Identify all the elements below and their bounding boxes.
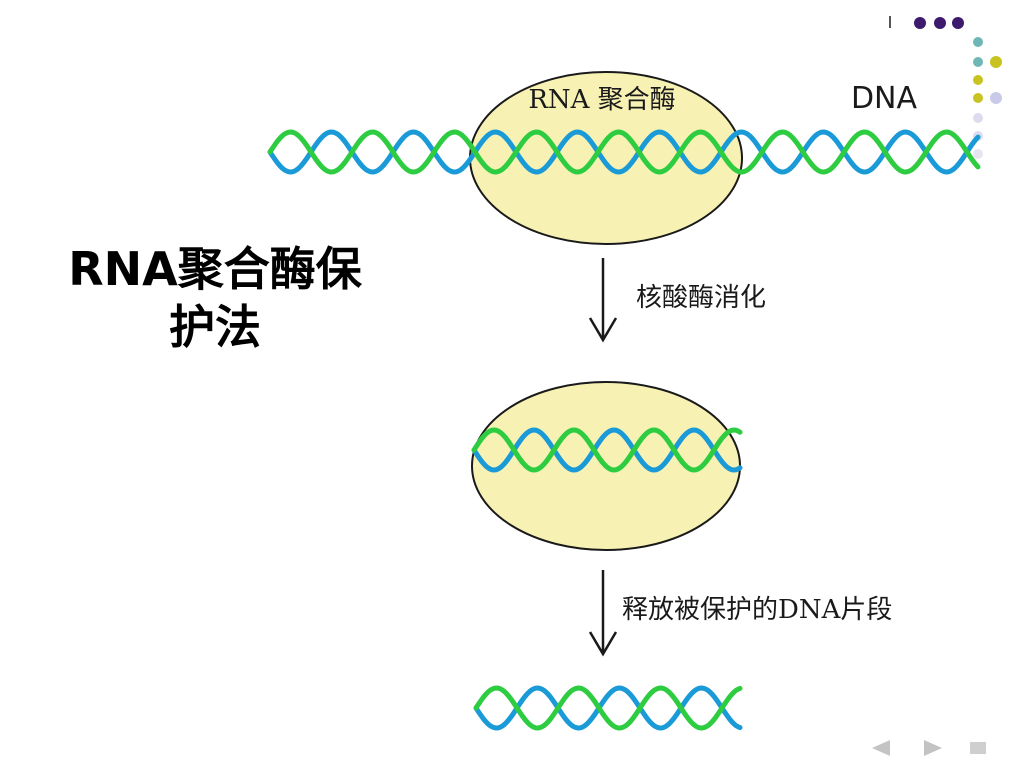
theme-dot xyxy=(952,17,964,29)
theme-divider xyxy=(889,16,891,28)
theme-dot xyxy=(990,92,1002,104)
theme-dot xyxy=(973,149,983,159)
dna-strand-green xyxy=(471,427,743,473)
slide-title: RNA聚合酶保 护法 xyxy=(50,240,380,356)
theme-dot xyxy=(934,17,946,29)
dna-strand-blue xyxy=(473,685,743,731)
down-arrow-icon xyxy=(588,258,618,343)
nav-prev-icon xyxy=(872,740,890,756)
dna-strand-blue xyxy=(267,129,981,175)
dna-label: DNA xyxy=(851,81,918,116)
nav-menu-icon xyxy=(970,742,986,754)
dna-strand-green xyxy=(473,685,743,731)
enzyme-label: RNA 聚合酶 xyxy=(528,85,675,115)
theme-dot xyxy=(973,113,983,123)
slide-title-line-1: RNA聚合酶保 xyxy=(68,242,362,296)
theme-dot xyxy=(973,57,983,67)
slide-title-line-2: 护法 xyxy=(169,300,261,354)
step-release-fragment-label: 释放被保护的DNA片段 xyxy=(622,595,892,625)
dna-double-helix-protected xyxy=(471,427,743,473)
theme-dot xyxy=(973,93,983,103)
dna-strand-green xyxy=(267,129,981,175)
theme-decoration xyxy=(889,16,1002,159)
theme-dot xyxy=(973,37,983,47)
dna-strand-blue xyxy=(471,427,743,473)
down-arrow-icon xyxy=(588,570,618,657)
theme-dot xyxy=(973,75,983,85)
dna-double-helix-fragment xyxy=(473,685,743,731)
nav-next-icon xyxy=(924,740,942,756)
dna-double-helix-full xyxy=(267,129,981,175)
theme-dot xyxy=(914,17,926,29)
slide-nav-decoration xyxy=(872,740,986,756)
step-nuclease-digestion-label: 核酸酶消化 xyxy=(636,283,766,313)
theme-dot xyxy=(990,56,1002,68)
